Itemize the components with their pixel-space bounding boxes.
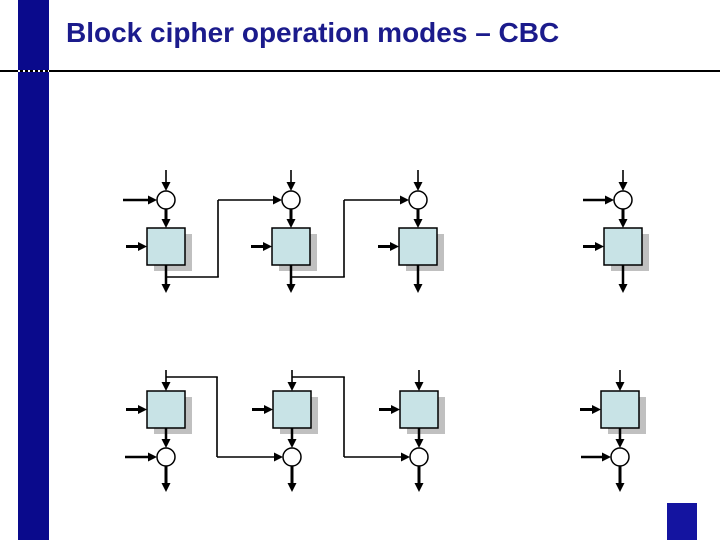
key-input-arrowhead: [595, 242, 604, 251]
cipher-to-xor-arrowhead: [161, 439, 171, 448]
key-input-arrowhead: [138, 242, 147, 251]
ciphertext-input-arrowhead: [414, 382, 424, 391]
decryption-row-unit-3: [379, 370, 445, 492]
encryption-row-unit-2: [251, 170, 317, 293]
xor-left-input-arrowhead: [605, 195, 614, 205]
decryption-row-unit-4: [580, 370, 646, 492]
encryption-row-unit-4: [583, 170, 649, 293]
chain-arrowhead: [274, 452, 283, 462]
decryption-row: [125, 370, 646, 492]
cipher-block: [272, 390, 312, 429]
xor-icon: [156, 190, 176, 210]
encryption-row-chain-2-to-3: [291, 195, 409, 278]
plaintext-output-arrowhead: [414, 483, 424, 492]
xor-icon: [282, 447, 302, 467]
xor-to-cipher-arrowhead: [286, 219, 296, 228]
cipher-block: [600, 390, 640, 429]
page-title: Block cipher operation modes – CBC: [66, 17, 560, 48]
ciphertext-output-arrowhead: [413, 284, 423, 293]
xor-to-cipher-arrowhead: [413, 219, 423, 228]
encryption-row: [123, 170, 649, 293]
encryption-row-unit-1: [123, 170, 192, 293]
xor-icon: [610, 447, 630, 467]
encryption-row-unit-3: [378, 170, 444, 293]
decryption-row-chain-1-to-2: [166, 376, 283, 462]
xor-icon: [613, 190, 633, 210]
cipher-block: [271, 227, 311, 266]
plaintext-output-arrowhead: [615, 483, 625, 492]
key-input-arrowhead: [592, 405, 601, 414]
bottom-right-square: [667, 503, 697, 540]
left-accent-bar: [18, 0, 49, 540]
xor-to-cipher-arrowhead: [618, 219, 628, 228]
cipher-to-xor-arrowhead: [615, 439, 625, 448]
xor-left-input-arrowhead: [602, 452, 611, 462]
decryption-row-unit-2: [252, 370, 318, 492]
cipher-block: [146, 227, 186, 266]
ciphertext-output-arrowhead: [161, 284, 171, 293]
cipher-block: [398, 227, 438, 266]
header-rule: [0, 70, 720, 72]
cipher-block: [603, 227, 643, 266]
plaintext-output-arrowhead: [161, 483, 171, 492]
ciphertext-output-arrowhead: [618, 284, 628, 293]
ciphertext-input-arrowhead: [615, 382, 625, 391]
key-input-arrowhead: [138, 405, 147, 414]
plaintext-input-arrowhead: [286, 182, 296, 191]
cipher-to-xor-arrowhead: [287, 439, 297, 448]
xor-to-cipher-arrowhead: [161, 219, 171, 228]
ciphertext-output-arrowhead: [286, 284, 296, 293]
header-rule-dashes: [18, 70, 49, 72]
plaintext-output-arrowhead: [287, 483, 297, 492]
chain-arrowhead: [273, 195, 282, 205]
xor-icon: [281, 190, 301, 210]
ciphertext-input-arrowhead: [161, 382, 171, 391]
decryption-row-unit-1: [125, 370, 192, 492]
encryption-row-chain-1-to-2: [166, 195, 282, 278]
xor-left-input-arrowhead: [148, 452, 157, 462]
xor-left-input-arrowhead: [148, 195, 157, 205]
key-input-arrowhead: [390, 242, 399, 251]
cipher-block: [399, 390, 439, 429]
xor-icon: [156, 447, 176, 467]
plaintext-input-arrowhead: [618, 182, 628, 191]
plaintext-input-arrowhead: [413, 182, 423, 191]
xor-icon: [408, 190, 428, 210]
ciphertext-input-arrowhead: [287, 382, 297, 391]
cipher-to-xor-arrowhead: [414, 439, 424, 448]
decryption-row-chain-2-to-3: [292, 376, 410, 462]
key-input-arrowhead: [263, 242, 272, 251]
cipher-block: [146, 390, 186, 429]
key-input-arrowhead: [391, 405, 400, 414]
chain-arrowhead: [401, 452, 410, 462]
plaintext-input-arrowhead: [161, 182, 171, 191]
xor-icon: [409, 447, 429, 467]
key-input-arrowhead: [264, 405, 273, 414]
chain-arrowhead: [400, 195, 409, 205]
